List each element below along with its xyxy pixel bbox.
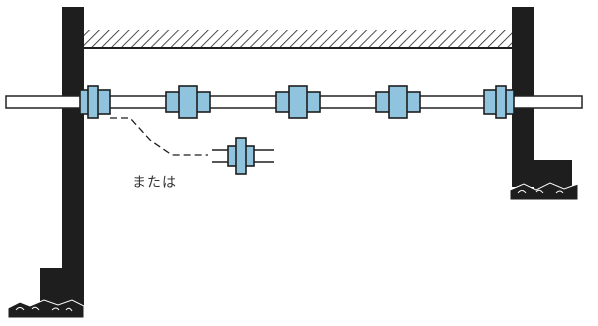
wall-sleeve-right bbox=[483, 85, 515, 119]
rubble-icon bbox=[7, 299, 85, 319]
alternative-coupling-icon bbox=[212, 137, 274, 175]
pipe-coupling-icon bbox=[165, 85, 211, 119]
pipe-coupling-icon bbox=[275, 85, 321, 119]
wall-sleeve-left bbox=[79, 85, 111, 119]
alternative-label: または bbox=[132, 175, 177, 191]
leader-line bbox=[110, 117, 208, 156]
pipe-coupling-icon bbox=[375, 85, 421, 119]
ceiling-hatch-icon bbox=[84, 30, 512, 49]
rubble-icon bbox=[509, 182, 579, 201]
left-wall bbox=[7, 7, 85, 319]
